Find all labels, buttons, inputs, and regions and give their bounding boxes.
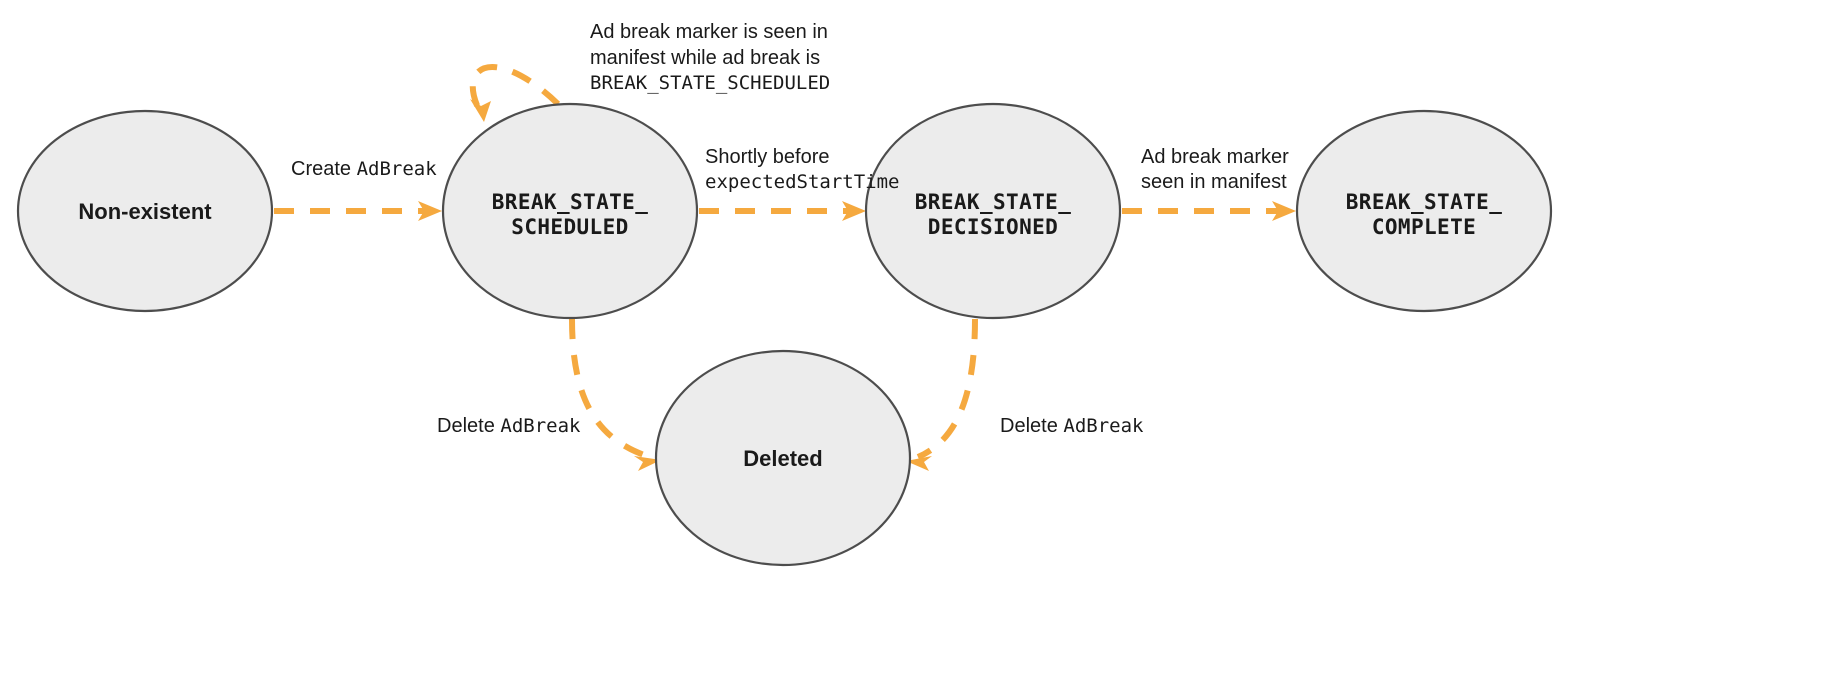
- edge-label-marker-seen-in-manifest-line-2: seen in manifest: [1141, 171, 1287, 193]
- edge-label-delete-adbreak-from-scheduled-part-1: Delete: [437, 415, 500, 437]
- edge-label-delete-adbreak-from-scheduled: Delete AdBreak: [437, 415, 581, 437]
- edge-marker-seen-in-manifest-arrowhead: [1272, 201, 1296, 221]
- edge-delete-adbreak-from-decisioned-path: [916, 318, 978, 460]
- edge-delete-adbreak-from-scheduled-path: [569, 318, 651, 460]
- svg-text:Create AdBreak: Create AdBreak: [291, 158, 437, 180]
- edge-label-marker-seen-in-manifest-line-1: Ad break marker: [1141, 146, 1289, 168]
- edge-label-delete-adbreak-from-decisioned-part-1: Delete: [1000, 415, 1063, 437]
- node-break-state-decisioned-label-line-2: DECISIONED: [928, 215, 1058, 239]
- svg-text:Delete AdBreak: Delete AdBreak: [1000, 415, 1144, 437]
- node-break-state-complete-label-line-2: COMPLETE: [1372, 215, 1476, 239]
- edge-delete-adbreak-from-decisioned-arrowhead: [906, 456, 932, 471]
- edge-create-adbreak-arrowhead: [418, 201, 442, 221]
- edge-label-shortly-before-expected-start-time: Shortly before expectedStartTime: [705, 146, 899, 193]
- edge-label-delete-adbreak-from-decisioned: Delete AdBreak: [1000, 415, 1144, 437]
- node-break-state-scheduled[interactable]: BREAK_STATE_ SCHEDULED: [441, 102, 699, 320]
- node-break-state-scheduled-shape[interactable]: [441, 102, 699, 320]
- edge-label-create-adbreak-part-1: Create: [291, 158, 357, 180]
- edge-marker-seen-while-scheduled-arrowhead: [470, 99, 491, 122]
- node-break-state-scheduled-label-line-1: BREAK_STATE_: [492, 190, 649, 214]
- svg-text:Delete AdBreak: Delete AdBreak: [437, 415, 581, 437]
- node-break-state-decisioned-shape[interactable]: [864, 102, 1122, 320]
- edge-label-create-adbreak: Create AdBreak: [291, 158, 437, 180]
- edge-label-marker-seen-in-manifest: Ad break marker seen in manifest: [1141, 146, 1289, 193]
- edge-delete-adbreak-from-decisioned: [906, 318, 978, 471]
- edge-create-adbreak: [274, 201, 442, 221]
- edge-label-shortly-before-expected-start-time-line-1: Shortly before: [705, 146, 830, 168]
- node-non-existent[interactable]: Non-existent: [16, 109, 274, 313]
- node-non-existent-shape[interactable]: [16, 109, 274, 313]
- edge-label-delete-adbreak-from-scheduled-part-2: AdBreak: [500, 415, 581, 437]
- edge-label-create-adbreak-part-2: AdBreak: [357, 158, 438, 180]
- edge-label-marker-seen-while-scheduled-line-2: manifest while ad break is: [590, 47, 820, 69]
- edge-marker-seen-while-scheduled: [469, 64, 561, 122]
- edge-shortly-before-expected-start-time: [699, 201, 866, 221]
- edge-label-delete-adbreak-from-decisioned-part-2: AdBreak: [1063, 415, 1144, 437]
- edge-marker-seen-while-scheduled-path: [469, 64, 561, 114]
- node-break-state-decisioned[interactable]: BREAK_STATE_ DECISIONED: [864, 102, 1122, 320]
- node-break-state-decisioned-label-line-1: BREAK_STATE_: [915, 190, 1072, 214]
- node-deleted[interactable]: Deleted: [654, 349, 912, 567]
- node-break-state-complete-label-line-1: BREAK_STATE_: [1346, 190, 1503, 214]
- node-break-state-complete-shape[interactable]: [1295, 109, 1553, 313]
- node-non-existent-label: Non-existent: [78, 199, 212, 224]
- edge-label-shortly-before-expected-start-time-line-2: expectedStartTime: [705, 171, 899, 193]
- edge-label-marker-seen-while-scheduled: Ad break marker is seen in manifest whil…: [590, 21, 830, 94]
- edge-delete-adbreak-from-scheduled-arrowhead: [634, 456, 661, 471]
- node-deleted-shape[interactable]: [654, 349, 912, 567]
- edge-delete-adbreak-from-scheduled: [569, 318, 661, 471]
- edge-label-marker-seen-while-scheduled-line-3: BREAK_STATE_SCHEDULED: [590, 72, 830, 94]
- edge-label-marker-seen-while-scheduled-line-1: Ad break marker is seen in: [590, 21, 828, 43]
- node-break-state-complete[interactable]: BREAK_STATE_ COMPLETE: [1295, 109, 1553, 313]
- node-deleted-label: Deleted: [743, 446, 822, 471]
- edge-marker-seen-in-manifest: [1122, 201, 1296, 221]
- edge-shortly-before-expected-start-time-arrowhead: [842, 201, 866, 221]
- node-break-state-scheduled-label-line-2: SCHEDULED: [511, 215, 628, 239]
